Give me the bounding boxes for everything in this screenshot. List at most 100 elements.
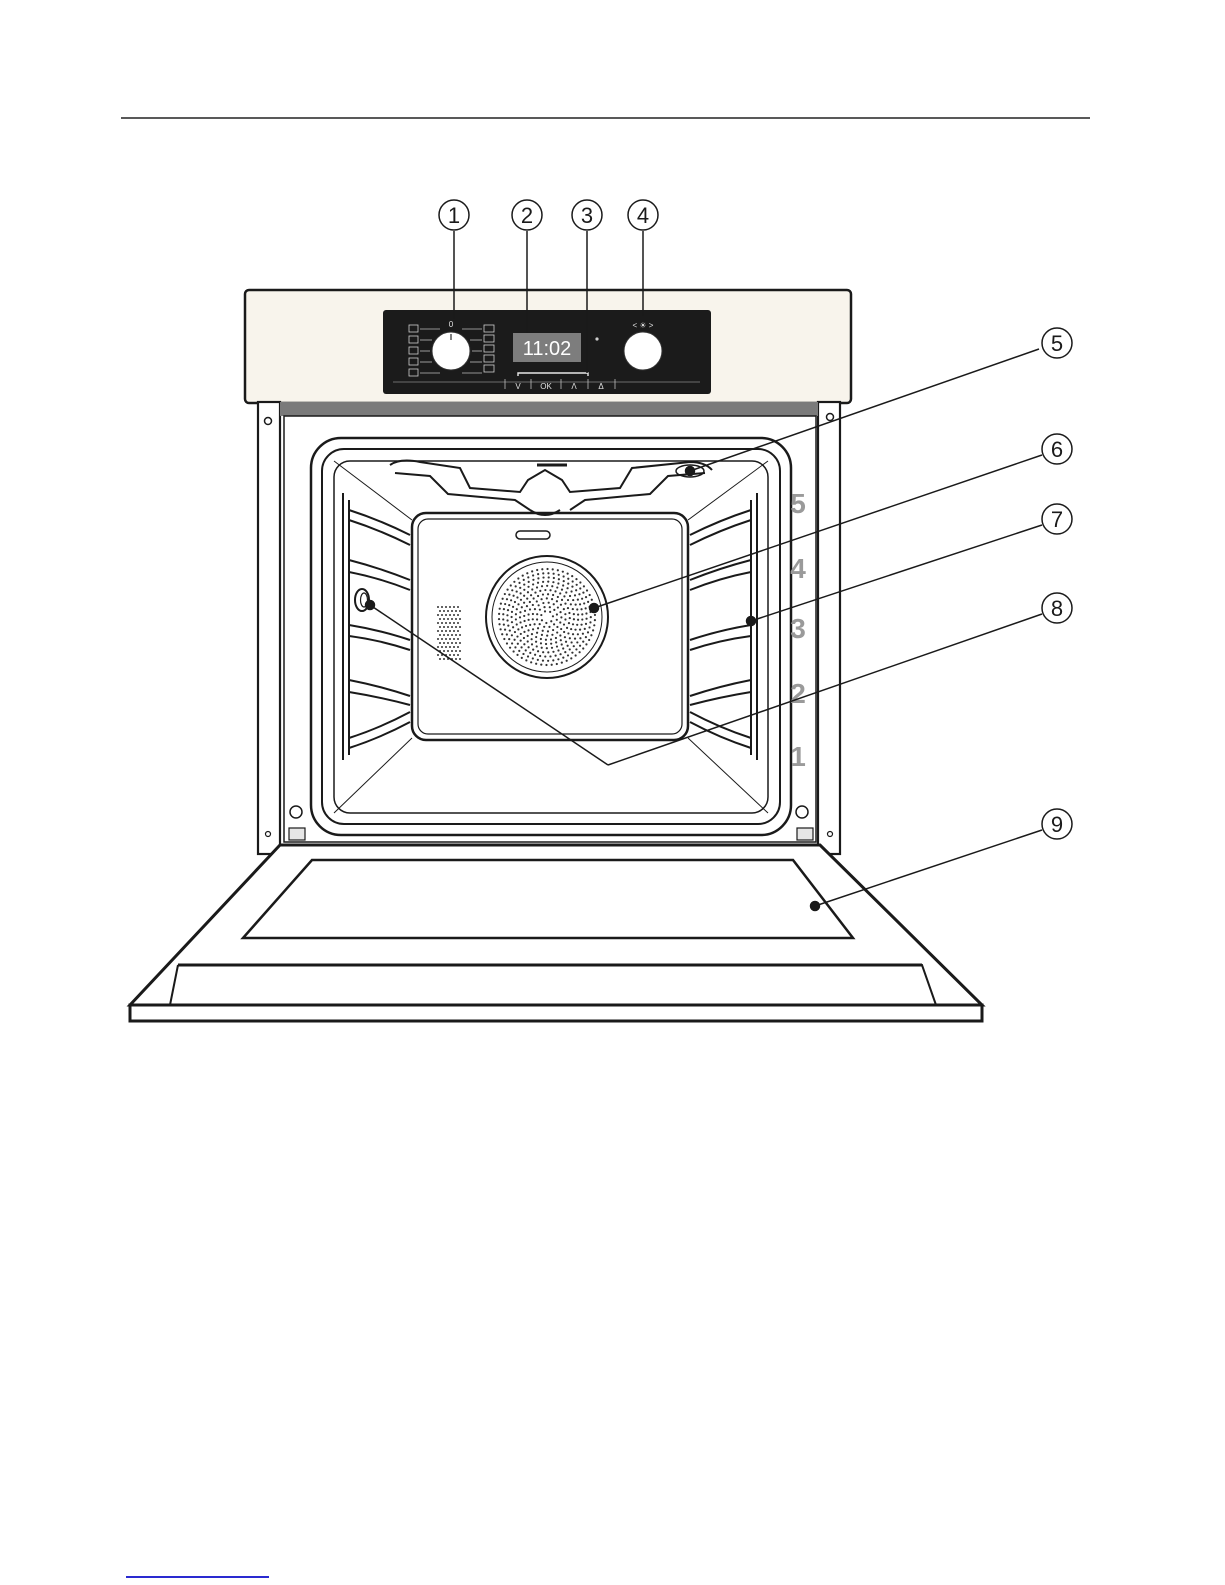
vent-hole (459, 658, 461, 660)
vent-hole (453, 654, 455, 656)
fan-perforation (557, 596, 559, 598)
fan-perforation (511, 621, 513, 623)
fan-perforation (504, 629, 506, 631)
fan-perforation (559, 592, 561, 594)
fan-perforation (516, 654, 518, 656)
fan-perforation (506, 619, 508, 621)
fan-perforation (588, 639, 590, 641)
fan-perforation (540, 638, 542, 640)
fan-perforation (512, 595, 514, 597)
vent-hole (447, 642, 449, 644)
fan-perforation (506, 633, 508, 635)
fan-perforation (546, 568, 548, 570)
fan-perforation (520, 640, 522, 642)
fan-perforation (503, 623, 505, 625)
fan-perforation (542, 630, 544, 632)
fan-perforation (519, 621, 521, 623)
fan-perforation (498, 613, 500, 615)
shelf-level-3: 3 (790, 613, 806, 644)
vent-hole (449, 630, 451, 632)
fan-perforation (570, 657, 572, 659)
fan-perforation (585, 596, 587, 598)
fan-perforation (579, 651, 581, 653)
function-selector-knob[interactable] (432, 332, 470, 370)
vent-hole (443, 618, 445, 620)
fan-perforation (515, 613, 517, 615)
fan-perforation (552, 581, 554, 583)
vent-hole (439, 626, 441, 628)
vent-hole (443, 634, 445, 636)
fan-perforation (546, 647, 548, 649)
fan-perforation (547, 593, 549, 595)
fan-perforation (593, 624, 595, 626)
fan-perforation (506, 589, 508, 591)
fan-perforation (537, 595, 539, 597)
fan-perforation (547, 572, 549, 574)
fan-perforation (504, 593, 506, 595)
vent-hole (439, 658, 441, 660)
fan-perforation (569, 637, 571, 639)
vent-hole (457, 622, 459, 624)
fan-perforation (560, 639, 562, 641)
fan-perforation (530, 594, 532, 596)
fan-perforation (574, 629, 576, 631)
fan-perforation (547, 651, 549, 653)
shelf-level-1: 1 (790, 741, 806, 772)
fan-perforation (532, 618, 534, 620)
vent-hole (439, 610, 441, 612)
fan-perforation (555, 637, 557, 639)
fan-perforation (516, 635, 518, 637)
fan-perforation (581, 598, 583, 600)
fan-perforation (585, 636, 587, 638)
temperature-selector-knob[interactable] (624, 332, 662, 370)
fan-perforation (545, 664, 547, 666)
fan-perforation (547, 581, 549, 583)
sensor-down-button[interactable]: V (515, 382, 521, 391)
fan-perforation (544, 610, 546, 612)
fan-perforation (531, 633, 533, 635)
vent-hole (453, 606, 455, 608)
fan-perforation (562, 571, 564, 573)
fan-perforation (581, 618, 583, 620)
fan-perforation (552, 659, 554, 661)
callout-5: 5 (1042, 328, 1072, 358)
vent-hole (439, 642, 441, 644)
fan-perforation (501, 633, 503, 635)
fan-perforation (553, 577, 555, 579)
fan-perforation (503, 638, 505, 640)
vent-hole (445, 630, 447, 632)
vent-hole (443, 642, 445, 644)
sensor-up-button[interactable]: Λ (571, 382, 577, 391)
fan-perforation (517, 603, 519, 605)
fan-perforation (578, 593, 580, 595)
fan-perforation (517, 628, 519, 630)
fan-perforation (539, 655, 541, 657)
footer-link-underline (126, 1576, 269, 1578)
fan-perforation (572, 608, 574, 610)
fan-perforation (582, 592, 584, 594)
fan-perforation (572, 580, 574, 582)
fan-perforation (552, 568, 554, 570)
vent-hole (453, 614, 455, 616)
fan-perforation (535, 636, 537, 638)
fan-perforation (518, 650, 520, 652)
fan-perforation (573, 645, 575, 647)
fan-perforation (533, 623, 535, 625)
fan-perforation (506, 642, 508, 644)
fan-perforation (520, 599, 522, 601)
vent-hole (445, 606, 447, 608)
fan-perforation (542, 572, 544, 574)
fan-perforation (554, 590, 556, 592)
fan-perforation (552, 615, 554, 617)
fan-perforation (516, 596, 518, 598)
vent-hole (439, 634, 441, 636)
fan-perforation (579, 645, 581, 647)
fan-perforation (514, 601, 516, 603)
sensor-ok-button[interactable]: OK (540, 382, 552, 391)
fan-perforation (551, 634, 553, 636)
sensor-alarm-button[interactable]: Δ (598, 382, 604, 391)
vent-hole (457, 646, 459, 648)
fan-perforation (523, 615, 525, 617)
fan-perforation (523, 589, 525, 591)
